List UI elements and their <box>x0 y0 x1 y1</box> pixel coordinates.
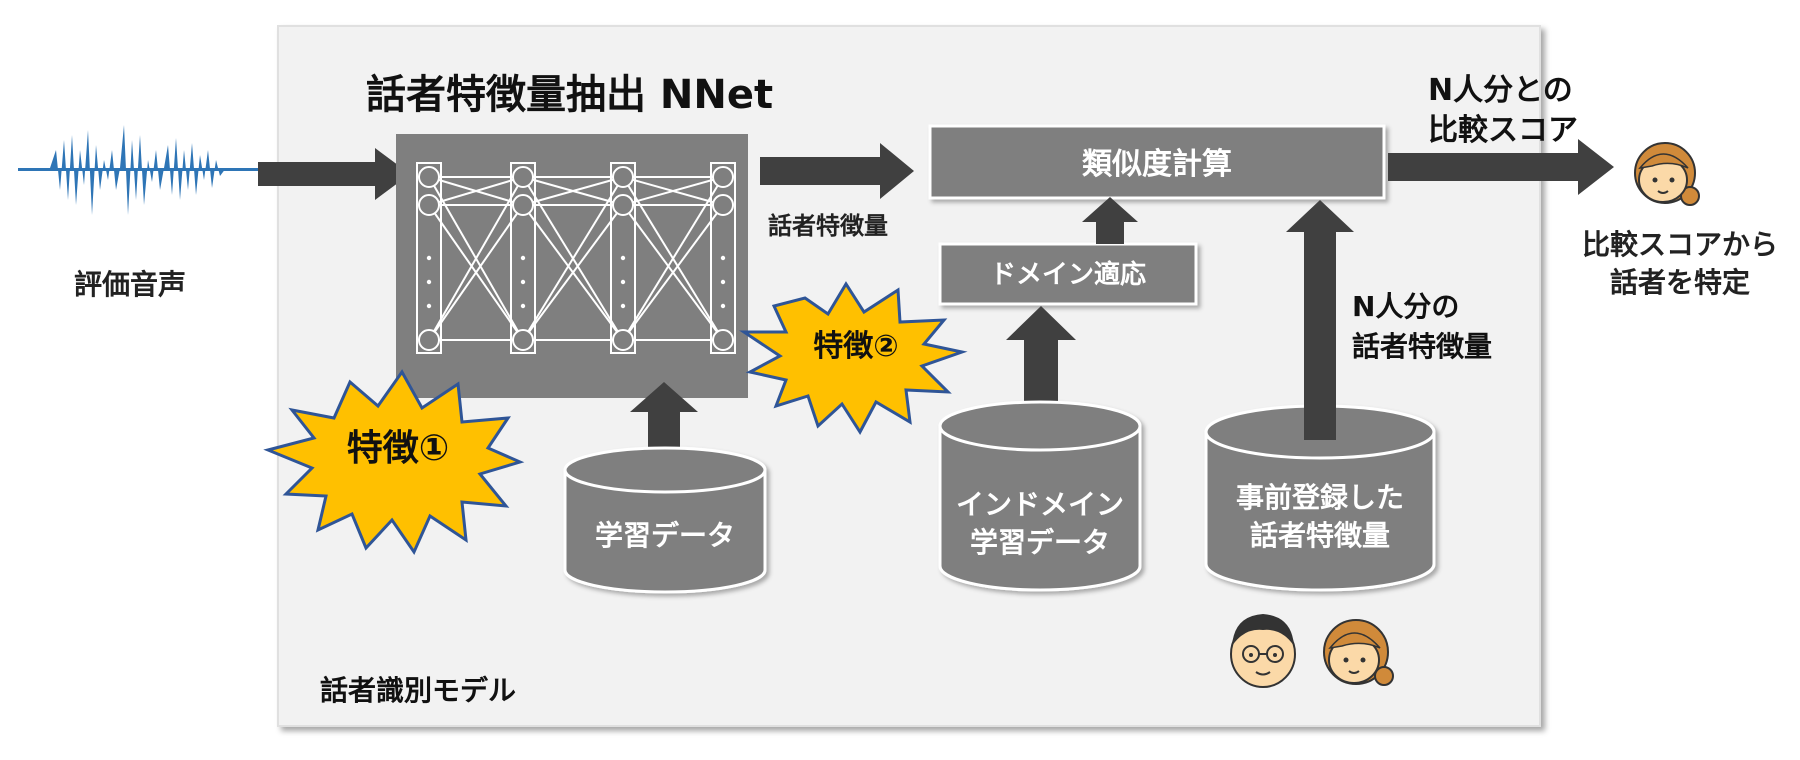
identify-line2: 話者を特定 <box>1610 266 1750 299</box>
nnet-title: 話者特徴量抽出 NNet <box>366 72 773 118</box>
arrow-domain-to-similarity <box>1082 197 1138 244</box>
indomain-line2: 学習データ <box>970 526 1110 559</box>
arrow-nnet-to-similarity <box>760 143 914 199</box>
feature2-label: 特徴② <box>813 329 898 364</box>
similarity-box <box>928 124 1386 200</box>
arrow-input-to-nnet <box>258 148 410 200</box>
indomain-line1: インドメイン <box>956 488 1124 521</box>
person-male-glasses-icon <box>1230 614 1296 688</box>
arrow-registered-shaft <box>1304 400 1336 440</box>
starburst-icon-feature2 <box>739 281 968 435</box>
starburst-icon-feature1 <box>263 369 525 556</box>
domain-adapt-label: ドメイン適応 <box>990 259 1146 290</box>
arrow-train-to-nnet <box>630 382 698 470</box>
model-label: 話者識別モデル <box>320 674 516 707</box>
arrow-indomain-to-adapt <box>1006 306 1076 440</box>
person-female-icon <box>1634 142 1700 206</box>
database-cylinder-icon <box>563 446 767 594</box>
train-data-label: 学習データ <box>595 519 735 552</box>
audio-waveform-icon <box>18 125 258 215</box>
registered-line2: 話者特徴量 <box>1250 519 1390 552</box>
arrow-similarity-to-output <box>1388 139 1614 195</box>
input-label: 評価音声 <box>74 268 186 301</box>
neural-network-icon <box>416 162 736 354</box>
domain-adapt-box <box>938 242 1198 306</box>
arrow-registered-to-similarity <box>1286 200 1354 432</box>
feature1-label: 特徴① <box>347 428 449 469</box>
n-features-line2: 話者特徴量 <box>1352 330 1492 363</box>
nnet-ellipsis-dots <box>426 255 726 309</box>
similarity-label: 類似度計算 <box>1082 147 1232 182</box>
compare-score-line1: N人分との <box>1428 73 1573 108</box>
registered-line1: 事前登録した <box>1236 481 1404 514</box>
feature-output-label: 話者特徴量 <box>768 212 888 240</box>
n-features-line1: N人分の <box>1352 290 1459 323</box>
compare-score-line2: 比較スコア <box>1428 113 1578 148</box>
person-female-icon-registered <box>1323 619 1394 686</box>
nnet-box <box>396 134 748 398</box>
indomain-cylinder-icon <box>938 400 1142 592</box>
identify-line1: 比較スコアから <box>1582 228 1778 261</box>
